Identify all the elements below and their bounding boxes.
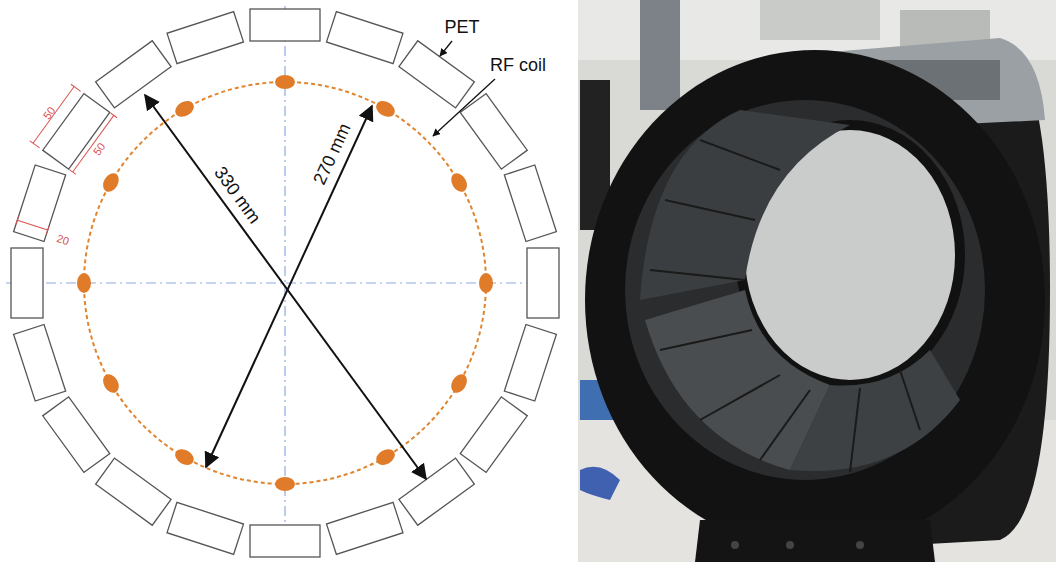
rf-coil-circle (84, 82, 486, 484)
part-label: RF coil (490, 56, 546, 76)
axis-lines (6, 6, 554, 556)
dimension-arrow (145, 95, 426, 479)
label-holder: RF coil (490, 56, 547, 76)
leader-arrow (440, 41, 452, 56)
label-holder: 50 (37, 101, 55, 119)
dimension-label: 50 (91, 140, 108, 157)
dimension-label: 20 (55, 232, 70, 247)
scanner-photo (578, 0, 1056, 562)
label-holder: PET (444, 18, 480, 38)
dimension-lines (16, 84, 117, 234)
label-holder: 20 (56, 228, 72, 244)
dimension-label: 50 (41, 104, 58, 121)
pet-detector-ring (11, 9, 559, 557)
dimension-arrow (206, 106, 372, 467)
rf-coil-rungs (77, 75, 493, 491)
part-label: PET (444, 18, 479, 38)
leader-arrow (433, 79, 495, 136)
